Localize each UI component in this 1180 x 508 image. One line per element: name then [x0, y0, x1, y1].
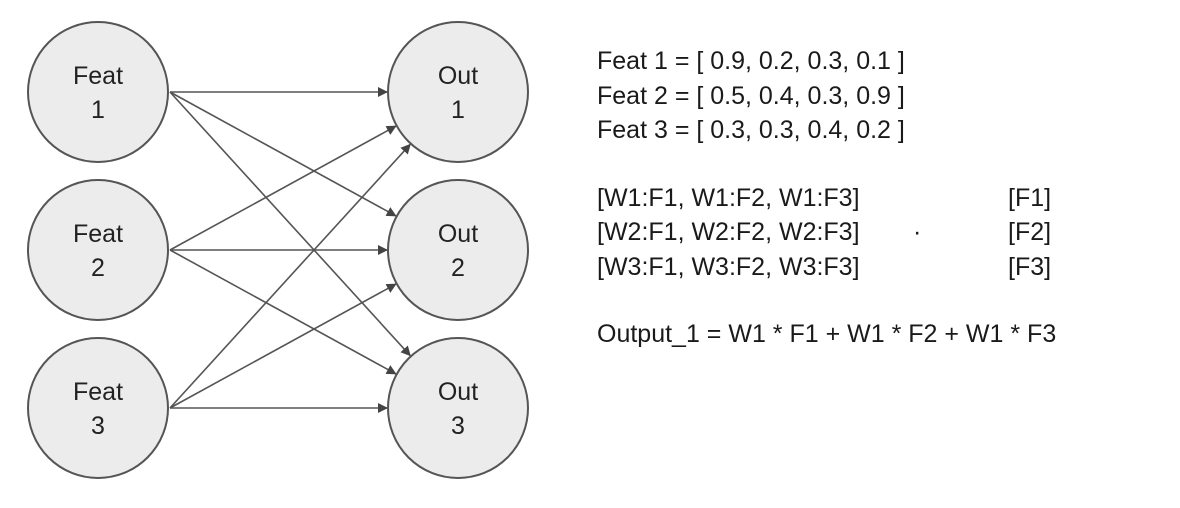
output-node-3: Out 3: [387, 337, 529, 479]
input-node-label-line2: 3: [91, 412, 105, 440]
edge-feat3-out2: [169, 283, 397, 409]
edge-feat1-out3: [169, 91, 411, 357]
weight-matrix-row1: [W1:F1, W1:F2, W1:F3]: [597, 184, 860, 212]
output-equation: Output_1 = W1 * F1 + W1 * F2 + W1 * F3: [597, 320, 1057, 348]
input-node-label-line2: 2: [91, 254, 105, 282]
output-node-circle: [387, 179, 529, 321]
feat3-vector: Feat 3 = [ 0.3, 0.3, 0.4, 0.2 ]: [597, 116, 905, 144]
output-node-label-line1: Out: [438, 378, 478, 406]
output-node-label-line2: 1: [451, 96, 465, 124]
feat1-vector: Feat 1 = [ 0.9, 0.2, 0.3, 0.1 ]: [597, 47, 905, 75]
output-node-circle: [387, 337, 529, 479]
weight-matrix-row2: [W2:F1, W2:F2, W2:F3]: [597, 218, 860, 246]
input-node-label-line1: Feat: [73, 378, 123, 406]
dot-product-symbol: ·: [913, 218, 922, 246]
feature-vector-row3: [F3]: [1008, 253, 1052, 281]
feature-vector-row2: [F2]: [1008, 218, 1052, 246]
edges-layer: [169, 87, 411, 413]
input-node-circle: [27, 337, 169, 479]
feat2-vector: Feat 2 = [ 0.5, 0.4, 0.3, 0.9 ]: [597, 82, 905, 110]
edge-feat2-out3: [169, 249, 397, 375]
input-node-label-line1: Feat: [73, 62, 123, 90]
input-node-label-line1: Feat: [73, 220, 123, 248]
feature-vector-row1: [F1]: [1008, 184, 1052, 212]
output-node-label-line1: Out: [438, 62, 478, 90]
input-node-2: Feat 2: [27, 179, 169, 321]
output-node-label-line2: 3: [451, 412, 465, 440]
input-node-circle: [27, 179, 169, 321]
output-node-2: Out 2: [387, 179, 529, 321]
output-node-label-line1: Out: [438, 220, 478, 248]
input-node-circle: [27, 21, 169, 163]
input-node-1: Feat 1: [27, 21, 169, 163]
output-node-circle: [387, 21, 529, 163]
edge-feat1-out2: [169, 91, 397, 217]
output-node-label-line2: 2: [451, 254, 465, 282]
input-node-3: Feat 3: [27, 337, 169, 479]
weight-matrix-row3: [W3:F1, W3:F2, W3:F3]: [597, 253, 860, 281]
input-node-label-line2: 1: [91, 96, 105, 124]
edge-feat3-out1: [169, 143, 411, 409]
edge-feat2-out1: [169, 125, 397, 251]
output-node-1: Out 1: [387, 21, 529, 163]
